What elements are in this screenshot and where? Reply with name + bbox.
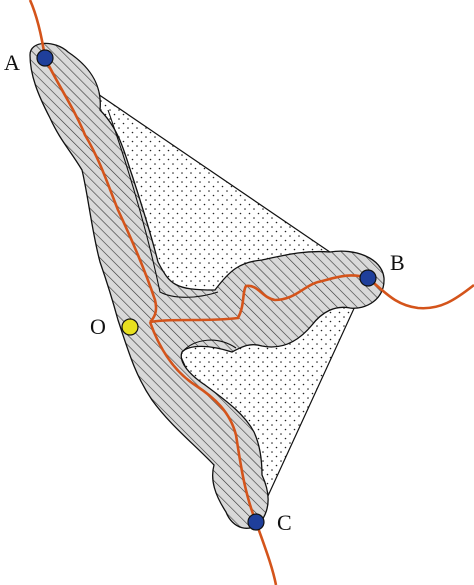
point-b-marker xyxy=(359,269,377,287)
route-junction-to-b xyxy=(149,274,369,324)
route-east-extension xyxy=(367,276,474,310)
route-south-extension xyxy=(254,521,278,585)
point-a-label: A xyxy=(4,50,20,75)
point-b-label: B xyxy=(390,250,405,275)
route-junction-to-c xyxy=(148,321,258,523)
buffer-inner-edge xyxy=(107,109,219,298)
hatched-buffer-zone xyxy=(29,42,385,529)
point-c-label: C xyxy=(277,510,292,535)
point-o-label: O xyxy=(90,314,106,339)
point-c-marker xyxy=(247,513,265,531)
point-a-marker xyxy=(36,49,54,67)
point-o-marker xyxy=(121,318,139,336)
route-a-to-junction xyxy=(43,57,158,323)
buffer-inner-edge-lower xyxy=(181,339,237,353)
